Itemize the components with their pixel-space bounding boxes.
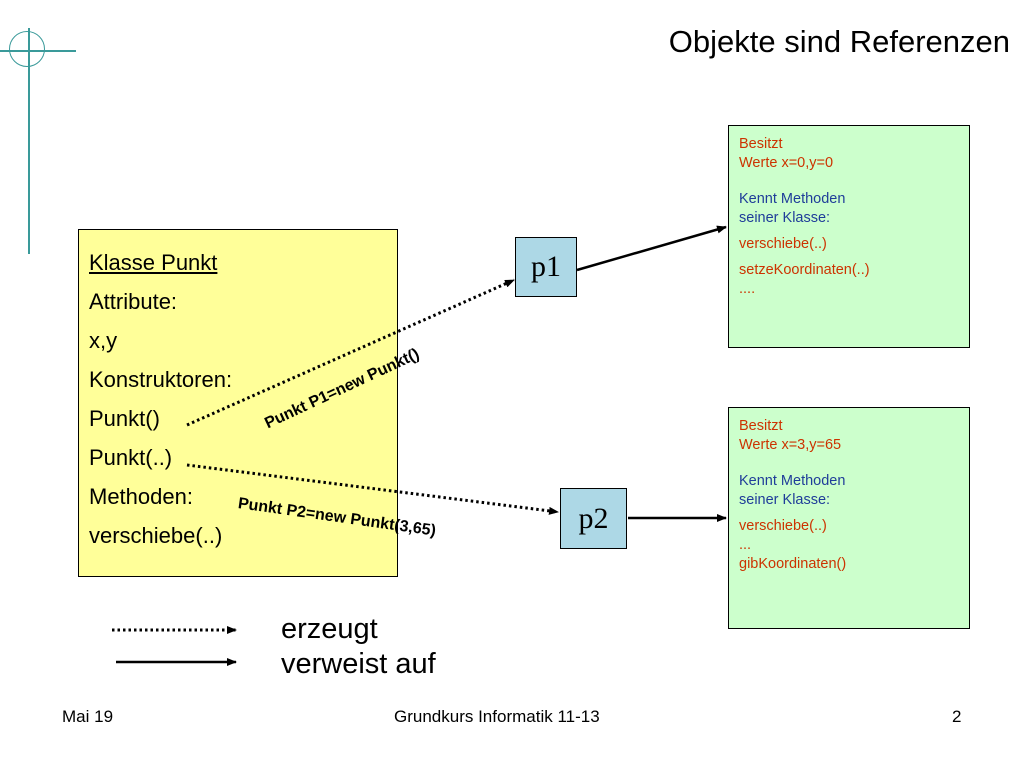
- object1-besitzt: Besitzt: [739, 136, 783, 152]
- arrow-creates-p2: [186, 463, 559, 515]
- arrow-p1-to-object1: [576, 225, 727, 272]
- object1-method-2: setzeKoordinaten(..): [739, 262, 870, 278]
- constructors-label: Konstruktoren:: [89, 367, 233, 392]
- object1-werte: Werte x=0,y=0: [739, 155, 834, 171]
- method-verschiebe: verschiebe(..): [89, 523, 223, 548]
- object1-kennt-line1: Kennt Methoden: [739, 191, 846, 207]
- object2-werte: Werte x=3,y=65: [739, 437, 842, 453]
- attributes-label: Attribute:: [89, 289, 178, 314]
- footer-date: Mai 19: [62, 707, 114, 726]
- object2-method-1: verschiebe(..): [739, 518, 827, 534]
- attributes-value: x,y: [89, 328, 118, 353]
- object2-besitzt: Besitzt: [739, 418, 783, 434]
- methods-label: Methoden:: [89, 484, 193, 509]
- slide-title: Objekte sind Referenzen: [668, 24, 1010, 59]
- reference-p2: p2: [560, 488, 627, 549]
- footer-course: Grundkurs Informatik 11-13: [394, 707, 600, 726]
- object2-kennt-line2: seiner Klasse:: [739, 492, 831, 508]
- constructor-default: Punkt(): [89, 406, 160, 431]
- object1-method-3: ....: [739, 281, 756, 297]
- object2-kennt-line1: Kennt Methoden: [739, 473, 846, 489]
- legend-creates-label: erzeugt: [281, 613, 378, 645]
- decor-circle: [9, 31, 45, 67]
- constructor-params: Punkt(..): [89, 445, 173, 470]
- object-box-1: Besitzt Werte x=0,y=0 Kennt Methoden sei…: [728, 125, 970, 348]
- object2-method-3: gibKoordinaten(): [739, 556, 847, 572]
- object1-kennt-line2: seiner Klasse:: [739, 210, 831, 226]
- legend-refers-label: verweist auf: [281, 648, 436, 680]
- object1-method-1: verschiebe(..): [739, 236, 827, 252]
- class-heading: Klasse Punkt: [89, 250, 218, 275]
- reference-p1: p1: [515, 237, 577, 297]
- object2-method-2: ...: [739, 537, 752, 553]
- arrow-creates-p1: [186, 278, 515, 427]
- object-box-2: Besitzt Werte x=3,y=65 Kennt Methoden se…: [728, 407, 970, 629]
- decor-vertical-line: [28, 28, 30, 254]
- footer-page-number: 2: [952, 707, 962, 726]
